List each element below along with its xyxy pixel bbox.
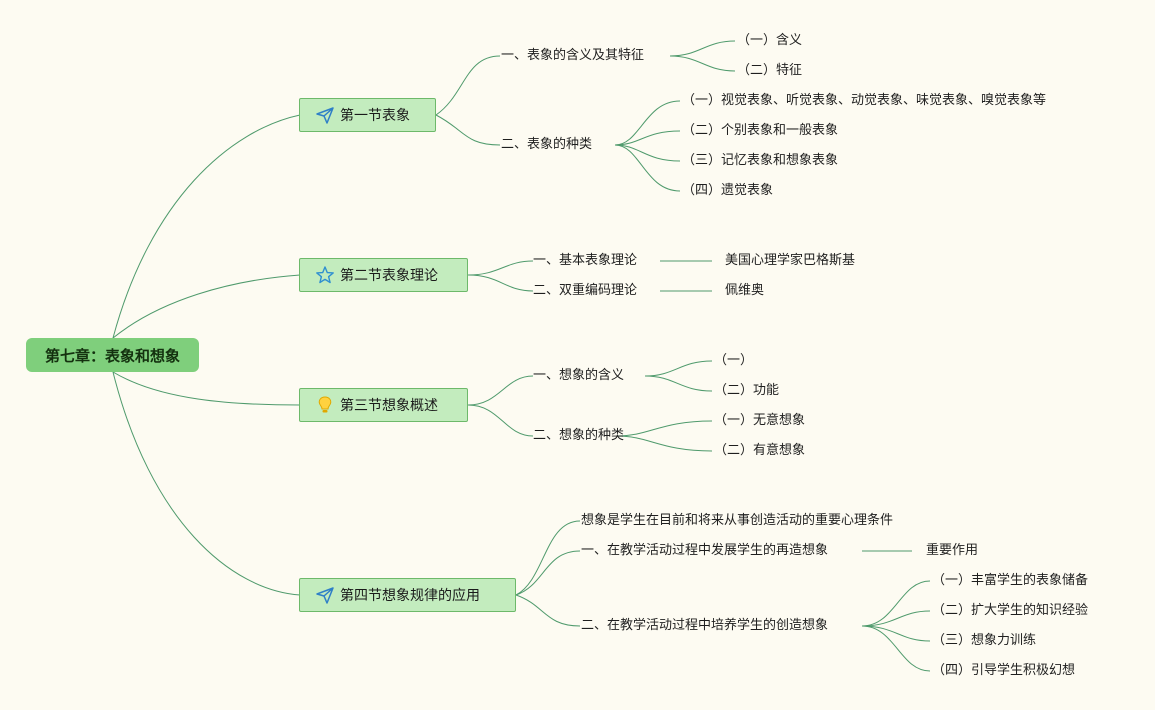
section-label: 第二节表象理论 [340,268,438,284]
leaf-node[interactable]: （二）功能 [714,383,780,398]
leaf-node[interactable]: （二）扩大学生的知识经验 [932,603,1089,618]
leaf-node[interactable]: 美国心理学家巴格斯基 [725,253,856,268]
subtopic-node[interactable]: 二、表象的种类 [501,137,593,152]
section-2-topic[interactable]: 第二节表象理论 [299,258,468,292]
section-3-topic[interactable]: 第三节想象概述 [299,388,468,422]
leaf-node[interactable]: （一） [714,353,754,368]
leaf-node[interactable]: （三）记忆表象和想象表象 [682,153,839,168]
leaf-node[interactable]: （一）丰富学生的表象储备 [932,573,1089,588]
leaf-node[interactable]: （一）视觉表象、听觉表象、动觉表象、味觉表象、嗅觉表象等 [682,93,1047,108]
leaf-node[interactable]: （四）引导学生积极幻想 [932,663,1076,678]
leaf-node[interactable]: 重要作用 [926,543,979,558]
subtopic-node[interactable]: 二、双重编码理论 [533,283,638,298]
star-icon [316,266,334,284]
leaf-node[interactable]: 佩维奥 [725,283,765,298]
leaf-node[interactable]: （二）个别表象和一般表象 [682,123,839,138]
leaf-node[interactable]: （二）特征 [737,63,803,78]
subtopic-node[interactable]: 一、在教学活动过程中发展学生的再造想象 [581,543,829,558]
leaf-node[interactable]: （一）含义 [737,33,803,48]
paper-plane-icon [316,106,334,124]
paper-plane-icon [316,586,334,604]
section-label: 第四节想象规律的应用 [340,588,480,604]
leaf-node[interactable]: （三）想象力训练 [932,633,1037,648]
section-label: 第三节想象概述 [340,398,438,414]
section-1-topic[interactable]: 第一节表象 [299,98,436,132]
subtopic-node[interactable]: 二、在教学活动过程中培养学生的创造想象 [581,618,829,633]
leaf-node[interactable]: （一）无意想象 [714,413,806,428]
leaf-node[interactable]: （二）有意想象 [714,443,806,458]
subtopic-node[interactable]: 想象是学生在目前和将来从事创造活动的重要心理条件 [581,513,894,528]
subtopic-node[interactable]: 一、基本表象理论 [533,253,638,268]
section-label: 第一节表象 [340,108,410,124]
root-topic-label: 第七章：表象和想象 [44,346,180,365]
subtopic-node[interactable]: 一、表象的含义及其特征 [501,48,645,63]
subtopic-node[interactable]: 一、想象的含义 [533,368,625,383]
subtopic-node[interactable]: 二、想象的种类 [533,428,625,443]
leaf-node[interactable]: （四）遗觉表象 [682,183,774,198]
lightbulb-icon [316,396,334,414]
root-topic[interactable]: 第七章：表象和想象 [26,338,199,372]
section-4-topic[interactable]: 第四节想象规律的应用 [299,578,516,612]
